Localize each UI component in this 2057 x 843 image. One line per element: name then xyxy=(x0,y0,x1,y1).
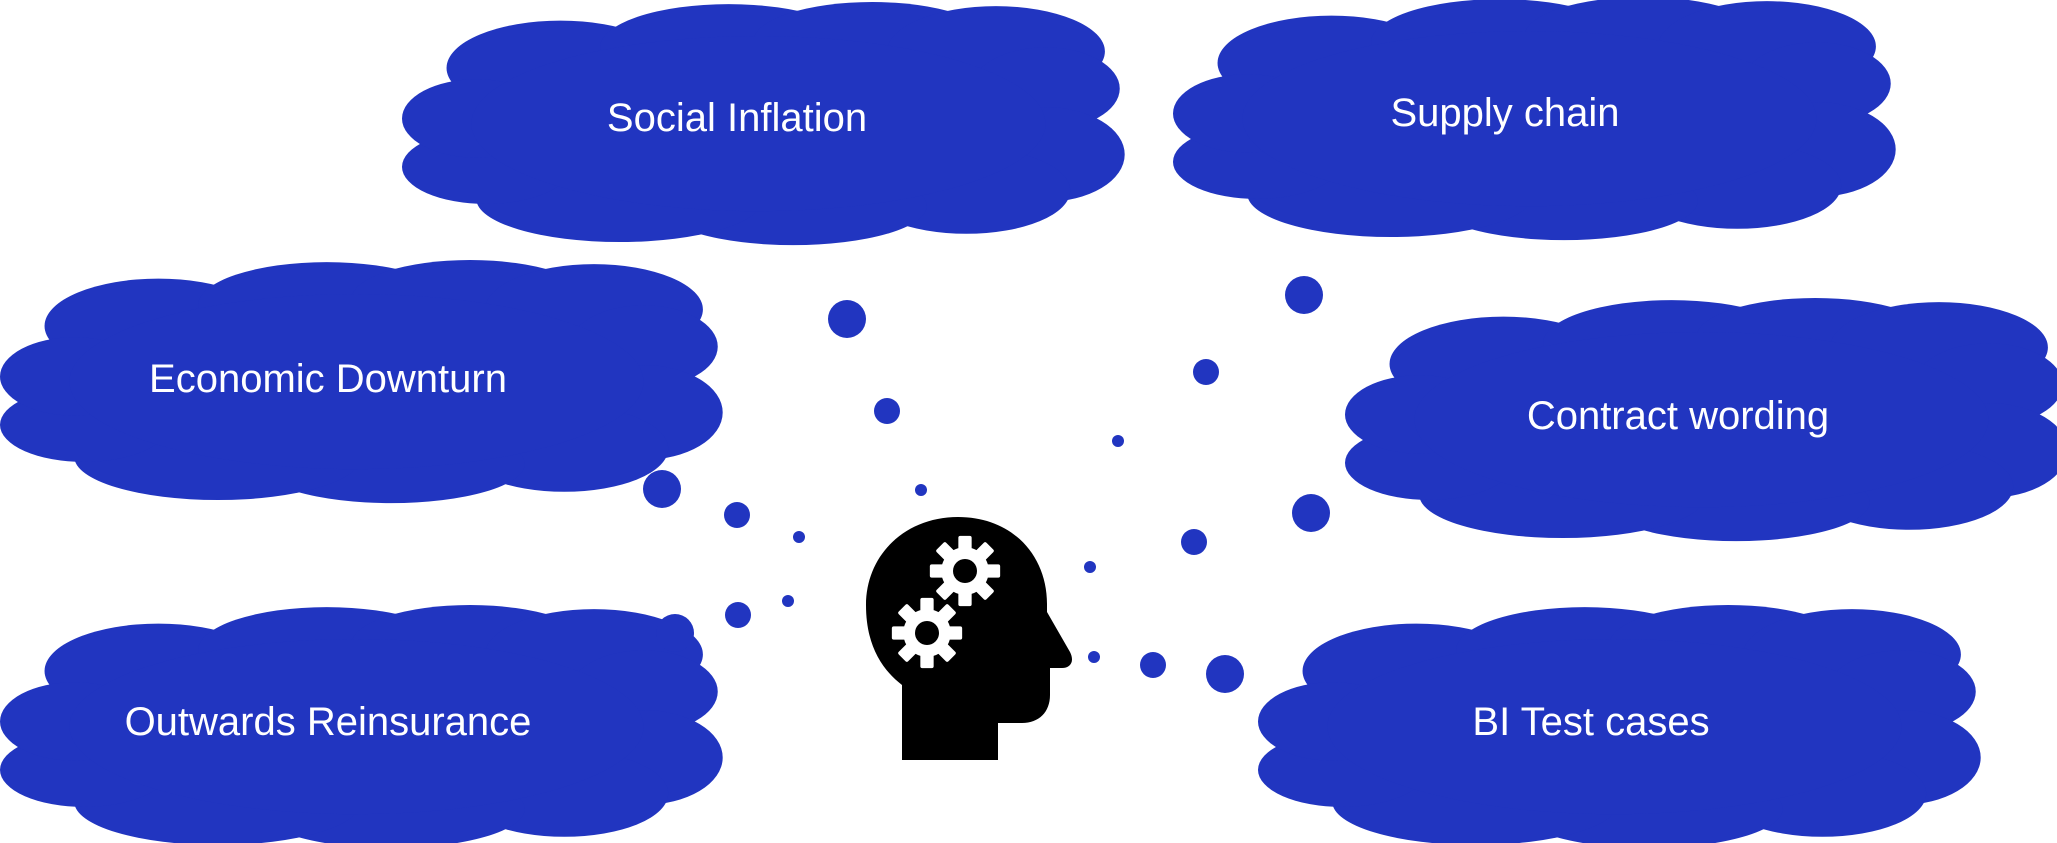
thought-bubble xyxy=(915,484,927,496)
thought-bubble xyxy=(1084,561,1096,573)
gear-hole xyxy=(953,559,977,583)
cloud-outwards-reinsurance: Outwards Reinsurance xyxy=(0,605,723,843)
cloud-label: Social Inflation xyxy=(607,96,867,140)
head-with-gears-icon xyxy=(866,517,1073,760)
cloud-bi-test-cases: BI Test cases xyxy=(1258,605,1981,843)
thought-bubble xyxy=(1285,276,1323,314)
thought-bubble xyxy=(1088,651,1100,663)
thought-bubble xyxy=(1181,529,1207,555)
thought-bubble xyxy=(1140,652,1166,678)
thought-bubbles xyxy=(643,276,1330,693)
thought-bubble xyxy=(793,531,805,543)
cloud-label: Outwards Reinsurance xyxy=(125,700,532,744)
thought-bubble xyxy=(1112,435,1124,447)
thought-bubble xyxy=(725,602,751,628)
thought-bubble xyxy=(724,502,750,528)
cloud-label: Contract wording xyxy=(1527,394,1829,438)
thought-bubble xyxy=(782,595,794,607)
cloud-supply-chain: Supply chain xyxy=(1173,0,1896,241)
cloud-label: BI Test cases xyxy=(1472,700,1709,744)
gear-hole xyxy=(915,621,939,645)
cloud-contract-wording: Contract wording xyxy=(1345,298,2057,542)
thought-bubble xyxy=(1193,359,1219,385)
cloud-label: Supply chain xyxy=(1390,91,1619,135)
thought-bubble xyxy=(656,614,694,652)
cloud-label: Economic Downturn xyxy=(149,357,507,401)
cloud-economic-downturn: Economic Downturn xyxy=(0,260,723,504)
thought-bubble xyxy=(1292,494,1330,532)
thought-bubble xyxy=(1206,655,1244,693)
thought-bubble xyxy=(874,398,900,424)
cloud-social-inflation: Social Inflation xyxy=(402,2,1125,246)
thought-bubble xyxy=(643,470,681,508)
thought-bubble xyxy=(828,300,866,338)
